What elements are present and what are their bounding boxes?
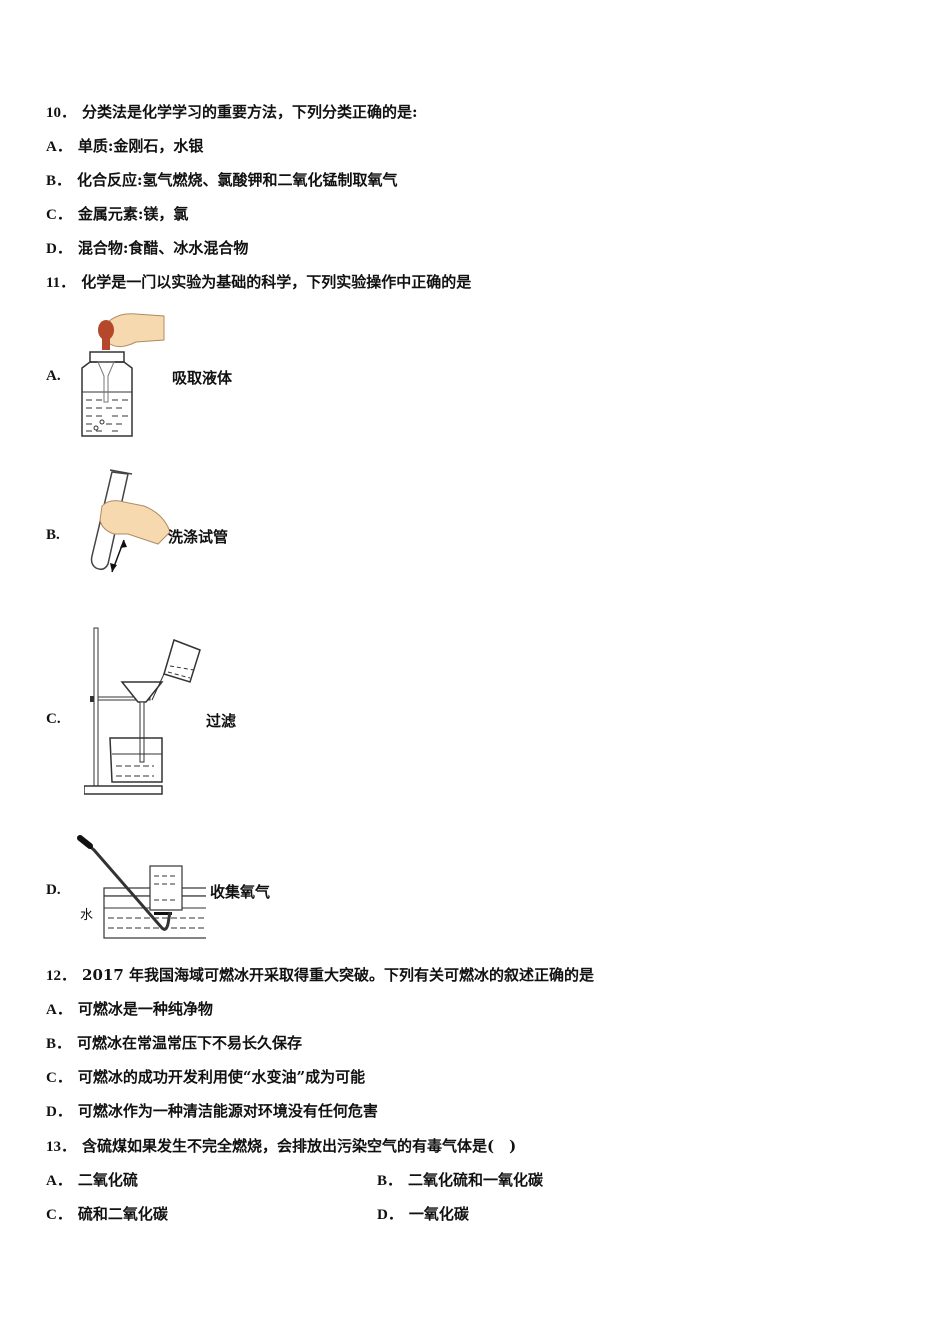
question-11-option-c-letter: C. xyxy=(46,711,61,727)
question-10-option-d: D．混合物:食醋、冰水混合物 xyxy=(46,239,249,257)
question-10-option-a: A．单质:金刚石，水银 xyxy=(46,137,204,155)
question-12-option-d: D．可燃冰作为一种清洁能源对环境没有任何危害 xyxy=(46,1102,378,1120)
question-11-option-a-letter: A. xyxy=(46,368,61,384)
question-10-option-c: C．金属元素:镁，氯 xyxy=(46,205,189,223)
question-12-option-c: C．可燃冰的成功开发利用使“水变油”成为可能 xyxy=(46,1068,366,1086)
question-11-option-b-letter: B. xyxy=(46,527,60,543)
question-13-option-c: C．硫和二氧化碳 xyxy=(46,1205,168,1223)
test-tube-washing-figure xyxy=(80,468,170,578)
question-13-option-d: D．一氧化碳 xyxy=(377,1205,469,1223)
filtration-figure xyxy=(84,626,204,798)
question-10-stem: 10．分类法是化学学习的重要方法，下列分类正确的是: xyxy=(46,103,418,121)
question-11-stem: 11．化学是一门以实验为基础的科学，下列实验操作中正确的是 xyxy=(46,273,472,291)
question-11-option-a-caption: 吸取液体 xyxy=(172,369,233,387)
water-label: 水 xyxy=(80,908,94,923)
question-12-stem: 12．2017 年我国海域可燃冰开采取得重大突破。下列有关可燃冰的叙述正确的是 xyxy=(46,966,594,984)
question-13-option-b: B．二氧化硫和一氧化碳 xyxy=(377,1171,544,1189)
question-10-option-b: B．化合反应:氢气燃烧、氯酸钾和二氧化锰制取氧气 xyxy=(46,171,398,189)
question-11-option-d-letter: D. xyxy=(46,882,61,898)
dropper-bottle-figure xyxy=(76,306,168,440)
question-13-option-a: A．二氧化硫 xyxy=(46,1171,138,1189)
gas-collection-figure xyxy=(76,832,206,940)
question-12-option-a: A．可燃冰是一种纯净物 xyxy=(46,1000,213,1018)
question-11-option-b-caption: 洗涤试管 xyxy=(168,528,229,546)
question-12-option-b: B．可燃冰在常温常压下不易长久保存 xyxy=(46,1034,303,1052)
question-11-option-c-caption: 过滤 xyxy=(206,712,237,730)
question-13-stem: 13．含硫煤如果发生不完全燃烧，会排放出污染空气的有毒气体是( ) xyxy=(46,1137,517,1155)
question-11-option-d-caption: 收集氧气 xyxy=(210,883,271,901)
